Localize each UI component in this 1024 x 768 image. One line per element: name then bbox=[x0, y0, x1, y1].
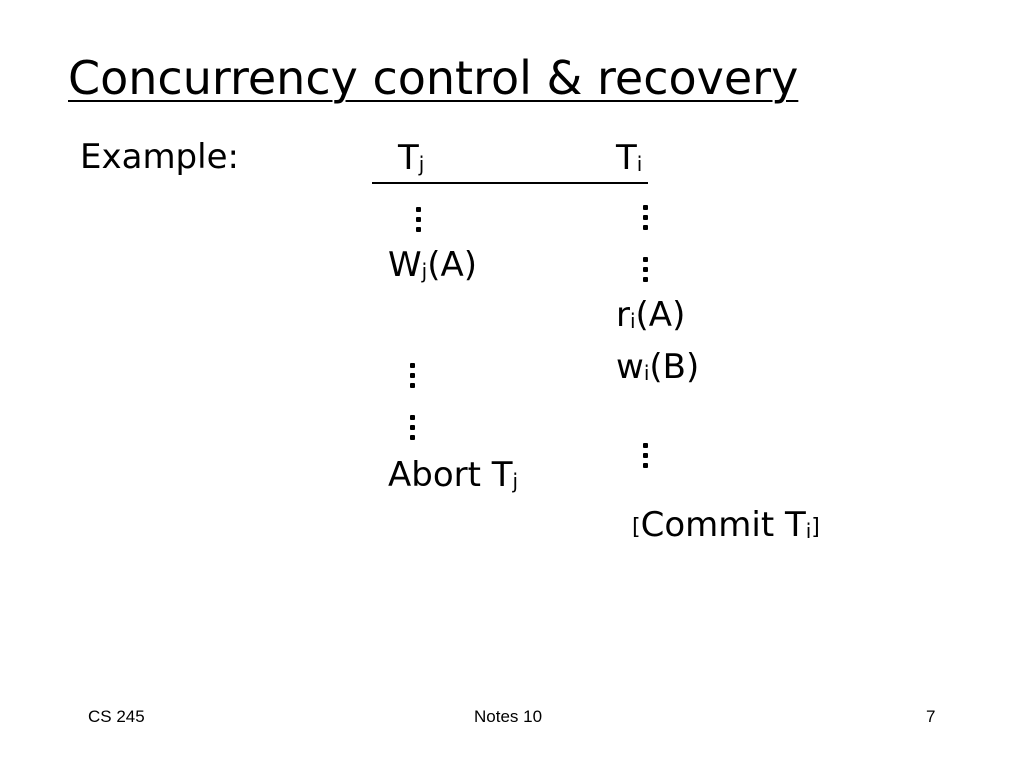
footer-course: CS 245 bbox=[88, 707, 145, 726]
op-wi-b-sub: i bbox=[643, 361, 650, 385]
tj-base: T bbox=[398, 138, 419, 178]
slide-title: Concurrency control & recovery bbox=[68, 51, 799, 105]
example-label: Example: bbox=[80, 137, 239, 177]
ti-ellipsis-2 bbox=[643, 254, 649, 288]
tj-sub: j bbox=[418, 152, 425, 176]
op-abort-tj-base: Abort T bbox=[388, 455, 513, 495]
ti-ellipsis-3 bbox=[643, 440, 649, 474]
op-ri-a-base: r bbox=[616, 295, 630, 335]
op-wi-b: wi(B) bbox=[616, 350, 699, 384]
op-wj-a: Wj(A) bbox=[388, 248, 477, 282]
tj-ellipsis-3 bbox=[410, 412, 416, 446]
op-ri-a-sub: i bbox=[629, 309, 636, 333]
op-ri-a-rest: (A) bbox=[635, 295, 686, 335]
tj-ellipsis-1 bbox=[416, 204, 422, 238]
ti-base: T bbox=[616, 138, 637, 178]
op-abort-tj-sub: j bbox=[512, 469, 519, 493]
transaction-header-row: Tj Ti bbox=[372, 138, 648, 184]
footer-notes: Notes 10 bbox=[474, 707, 543, 726]
op-commit-ti-sub: i bbox=[805, 519, 812, 543]
op-wj-a-sub: j bbox=[421, 259, 428, 283]
op-commit-ti: [Commit Ti] bbox=[632, 508, 820, 542]
commit-close-bracket: ] bbox=[811, 515, 820, 540]
ti-ellipsis-1 bbox=[643, 202, 649, 236]
op-abort-tj: Abort Tj bbox=[388, 458, 518, 492]
op-wj-a-base: W bbox=[388, 245, 422, 285]
ti-sub: i bbox=[636, 152, 643, 176]
column-header-ti: Ti bbox=[616, 138, 642, 179]
op-wi-b-base: w bbox=[616, 347, 644, 387]
op-wi-b-rest: (B) bbox=[649, 347, 700, 387]
op-commit-ti-base: Commit T bbox=[640, 505, 806, 545]
tj-ellipsis-2 bbox=[410, 360, 416, 394]
footer-page-number: 7 bbox=[926, 707, 936, 726]
op-ri-a: ri(A) bbox=[616, 298, 685, 332]
commit-open-bracket: [ bbox=[632, 515, 641, 540]
column-header-tj: Tj bbox=[398, 138, 424, 179]
op-wj-a-rest: (A) bbox=[427, 245, 477, 285]
